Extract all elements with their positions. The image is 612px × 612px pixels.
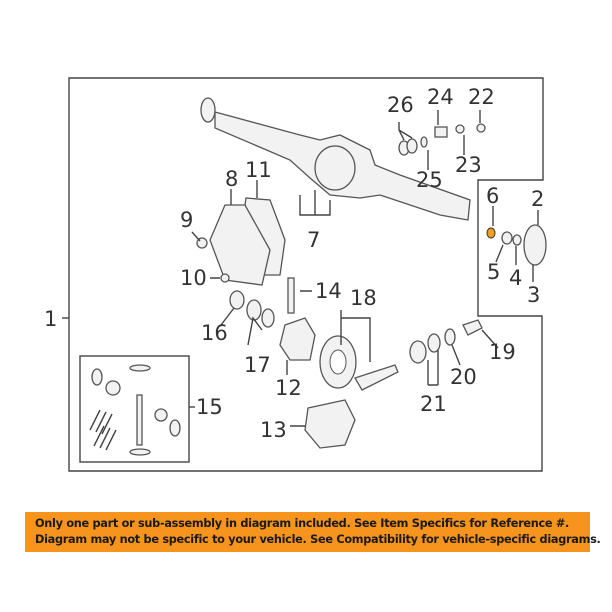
- callout-12: 12: [275, 376, 302, 400]
- callout-7: 7: [307, 228, 320, 252]
- main-frame: [68, 77, 544, 472]
- callout-21: 21: [420, 392, 447, 416]
- callout-3: 3: [527, 283, 540, 307]
- callout-24: 24: [427, 85, 454, 109]
- callout-13: 13: [260, 418, 287, 442]
- part-23: [455, 124, 465, 134]
- part-21-b: [427, 333, 441, 353]
- part-17-b: [261, 308, 275, 328]
- part-16: [229, 290, 245, 310]
- part-20: [444, 328, 456, 346]
- axle-housing: [200, 97, 471, 221]
- disclaimer-line-1: Only one part or sub-assembly in diagram…: [35, 517, 569, 530]
- carrier-13: [304, 399, 356, 449]
- pinion-gear: [354, 364, 399, 391]
- part-2-plate: [523, 224, 547, 266]
- callout-19: 19: [489, 340, 516, 364]
- callout-18: 18: [350, 286, 377, 310]
- part-6-highlighted: [486, 227, 496, 239]
- part-22: [476, 123, 486, 133]
- disclaimer-banner: Only one part or sub-assembly in diagram…: [25, 512, 601, 552]
- leader-lines: [191, 110, 539, 427]
- callout-1: 1: [44, 307, 57, 331]
- ring-gear-hole: [329, 349, 347, 375]
- part-25: [420, 136, 428, 148]
- callout-26: 26: [387, 93, 414, 117]
- callout-15: 15: [196, 395, 223, 419]
- callout-11: 11: [245, 158, 272, 182]
- callout-25: 25: [416, 168, 443, 192]
- part-21: [409, 340, 427, 364]
- part-14: [287, 277, 295, 314]
- part-10: [220, 273, 230, 283]
- callout-22: 22: [468, 85, 495, 109]
- callout-20: 20: [450, 365, 477, 389]
- callout-10: 10: [180, 266, 207, 290]
- differential-case: [279, 317, 316, 361]
- callout-2: 2: [531, 187, 544, 211]
- part-24: [434, 126, 448, 138]
- callout-5: 5: [487, 260, 500, 284]
- callout-6: 6: [486, 184, 499, 208]
- callout-8: 8: [225, 167, 238, 191]
- callout-14: 14: [315, 279, 342, 303]
- callout-16: 16: [201, 321, 228, 345]
- callout-4: 4: [509, 266, 522, 290]
- part-5: [501, 231, 513, 245]
- kit-parts: [89, 364, 181, 456]
- part-17-a: [246, 299, 262, 321]
- part-4: [512, 234, 522, 246]
- callout-23: 23: [455, 153, 482, 177]
- part-19: [462, 319, 483, 336]
- callout-9: 9: [180, 208, 193, 232]
- kit-inset-frame: [79, 355, 190, 463]
- disclaimer-line-2: Diagram may not be specific to your vehi…: [35, 533, 601, 546]
- part-26-b: [406, 138, 418, 154]
- callout-17: 17: [244, 353, 271, 377]
- differential-cover: [209, 204, 271, 286]
